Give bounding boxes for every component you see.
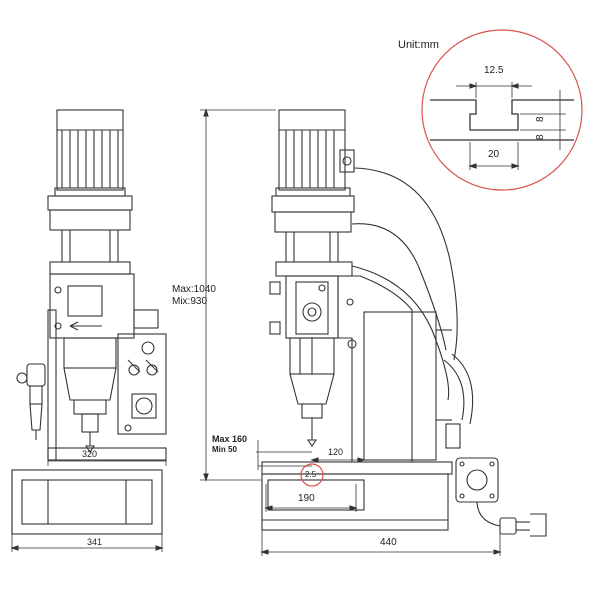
stroke-max-label: Max 160 xyxy=(212,434,248,444)
plug xyxy=(499,517,517,535)
side-head xyxy=(285,275,339,339)
slot-bottom-width-label: 20 xyxy=(488,149,500,160)
table-width-label: 190 xyxy=(298,493,315,504)
slot-height-b-label: 8 xyxy=(535,134,546,140)
slot-top-width-label: 12.5 xyxy=(484,65,504,76)
base-width-label: 341 xyxy=(87,537,103,547)
slot-height-a-label: 8 xyxy=(535,116,546,122)
side-cabinet xyxy=(363,311,437,461)
table-circle-value-label: 2.5 xyxy=(305,470,317,479)
side-motor xyxy=(278,109,346,191)
front-motor xyxy=(56,109,124,191)
slot-detail xyxy=(421,29,583,191)
detail-circle xyxy=(421,29,583,191)
front-regulator xyxy=(26,363,46,387)
unit-label: Unit:mm xyxy=(398,39,439,51)
front-view xyxy=(10,109,167,552)
throat-label: 120 xyxy=(328,447,344,457)
side-frame xyxy=(337,275,413,463)
side-view xyxy=(200,108,547,556)
height-range-label: Max:1040 Mix:930 xyxy=(172,284,216,307)
front-head xyxy=(49,273,135,339)
base-depth-label: 440 xyxy=(380,537,397,548)
front-control-panel xyxy=(117,333,167,435)
column-width-label: 320 xyxy=(82,449,98,459)
foot-valve xyxy=(455,457,499,503)
side-base xyxy=(261,473,449,531)
stroke-min-label: Min 50 xyxy=(212,445,237,454)
table-highlight-circle xyxy=(300,463,324,487)
